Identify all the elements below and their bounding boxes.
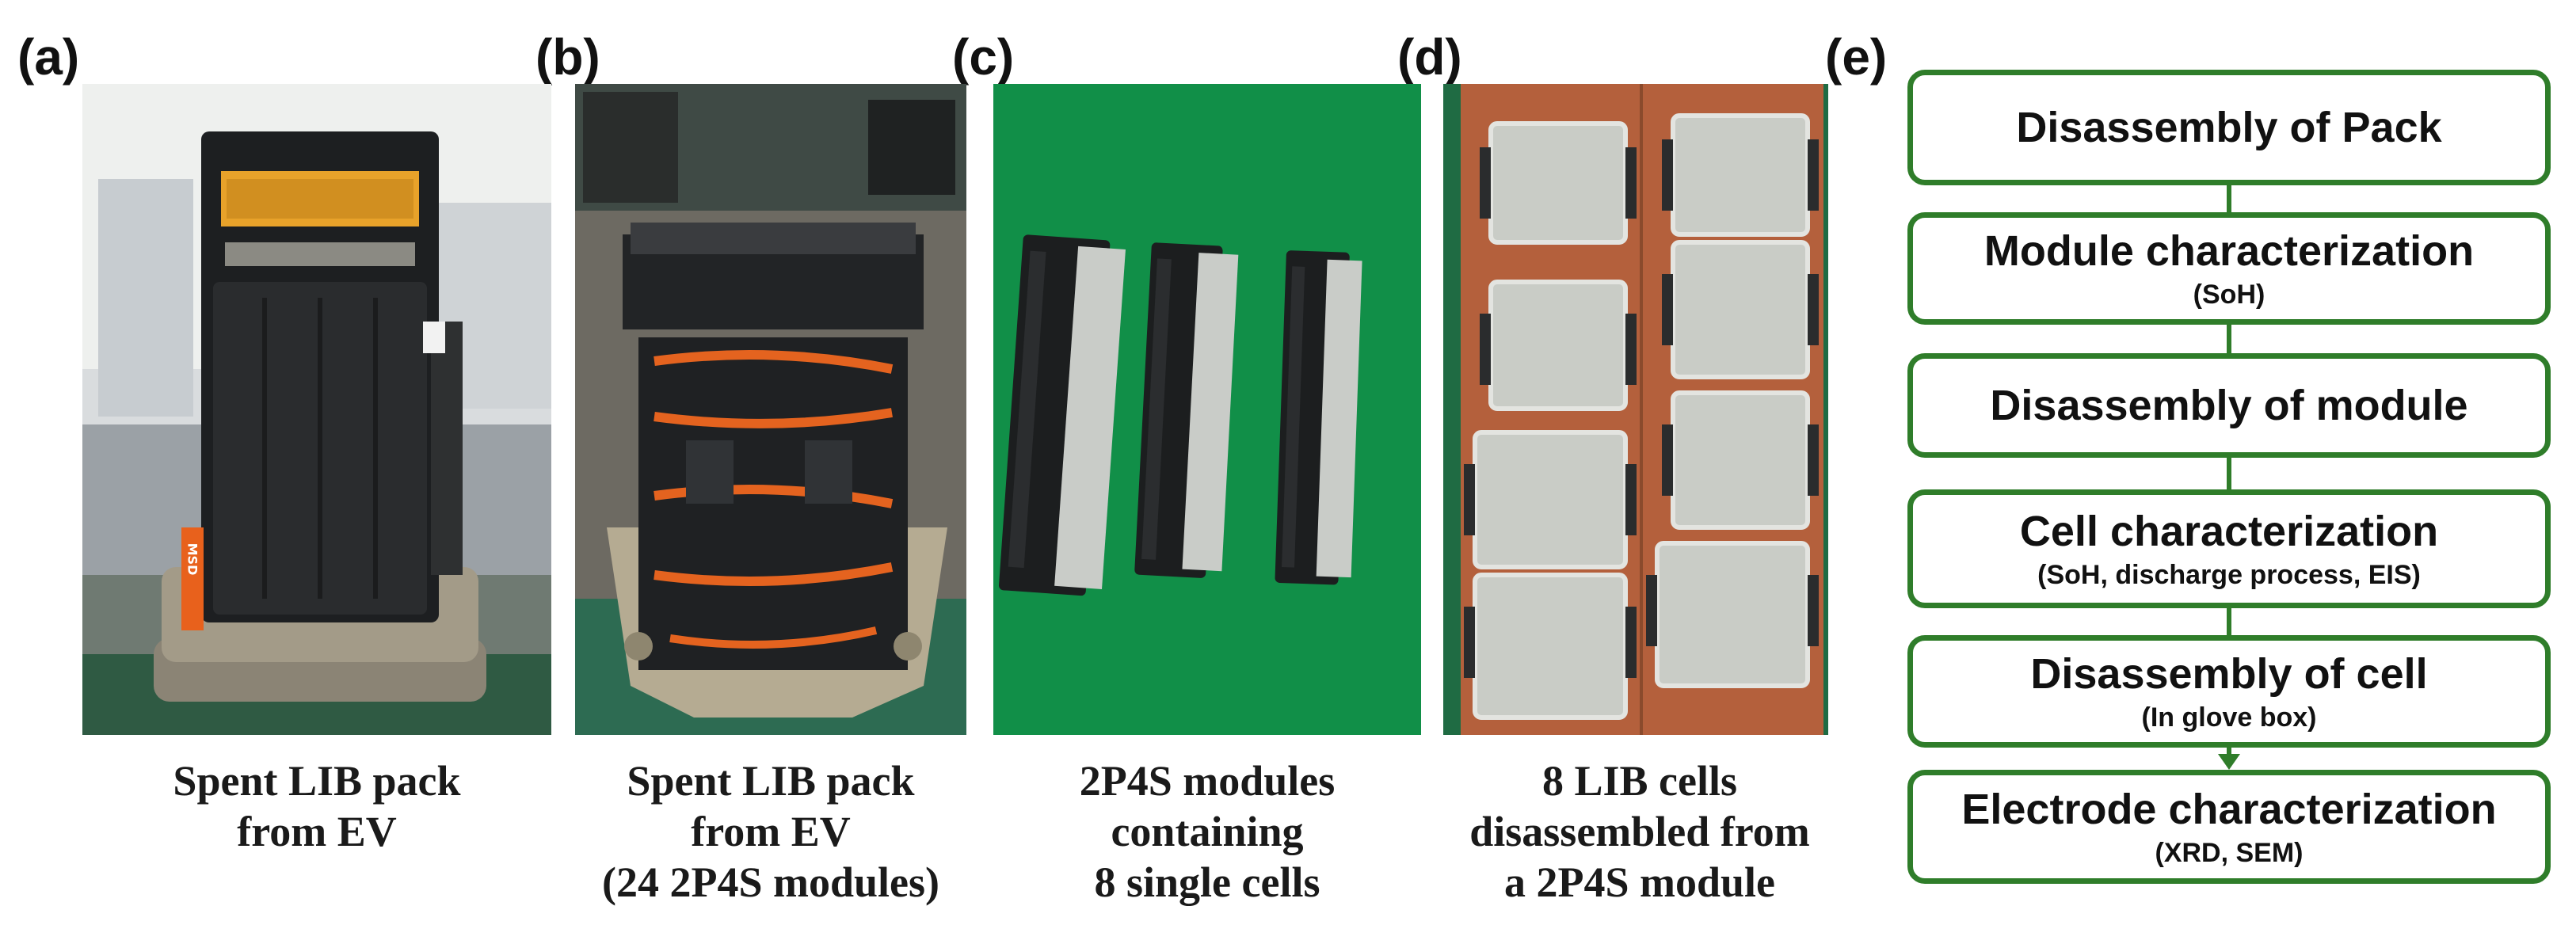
flow-step-subtitle: (SoH) xyxy=(2193,280,2265,310)
caption-a-line-1: Spent LIB pack xyxy=(173,757,461,805)
flow-step-module-characterization: Module characterization (SoH) xyxy=(1907,212,2551,325)
flow-step-title: Cell characterization xyxy=(2019,508,2439,555)
caption-b-line-2: from EV xyxy=(691,808,851,855)
caption-d: 8 LIB cells disassembled from a 2P4S mod… xyxy=(1418,756,1862,908)
connector-2 xyxy=(2227,325,2231,353)
panel-label-e: (e) xyxy=(1825,29,1888,86)
photo-cells xyxy=(1443,84,1828,735)
panel-label-d: (d) xyxy=(1397,29,1462,86)
connector-1 xyxy=(2227,185,2231,212)
photo-modules xyxy=(993,84,1421,735)
flow-step-title: Disassembly of Pack xyxy=(2016,104,2442,151)
flow-step-title: Module characterization xyxy=(1983,227,2475,275)
caption-c: 2P4S modules containing 8 single cells xyxy=(993,756,1421,908)
caption-d-line-2: disassembled from xyxy=(1469,808,1810,855)
flow-step-disassembly-cell: Disassembly of cell (In glove box) xyxy=(1907,635,2551,748)
caption-d-line-3: a 2P4S module xyxy=(1503,858,1776,906)
caption-b-line-3: (24 2P4S modules) xyxy=(601,858,939,906)
photo-opened-pack xyxy=(575,84,966,735)
flow-step-title: Disassembly of cell xyxy=(2030,650,2428,698)
flow-step-electrode-characterization: Electrode characterization (XRD, SEM) xyxy=(1907,770,2551,884)
photo-spent-pack: MSD xyxy=(82,84,551,735)
connector-3 xyxy=(2227,458,2231,489)
panel-label-c: (c) xyxy=(952,29,1015,86)
caption-c-line-3: 8 single cells xyxy=(1094,858,1320,906)
flow-step-subtitle: (In glove box) xyxy=(2141,702,2317,733)
arrowhead-down xyxy=(2218,754,2240,770)
connector-5 xyxy=(2227,748,2231,759)
flow-step-title: Disassembly of module xyxy=(1990,382,2468,429)
flow-step-subtitle: (XRD, SEM) xyxy=(2155,838,2304,868)
flow-step-cell-characterization: Cell characterization (SoH, discharge pr… xyxy=(1907,489,2551,608)
flow-step-disassembly-module: Disassembly of module xyxy=(1907,353,2551,458)
caption-c-line-1: 2P4S modules xyxy=(1079,757,1336,805)
pack-sticker-text: MSD xyxy=(185,543,200,576)
flow-step-title: Electrode characterization xyxy=(1961,786,2497,833)
connector-4 xyxy=(2227,608,2231,635)
caption-d-line-1: 8 LIB cells xyxy=(1541,757,1737,805)
panel-label-b: (b) xyxy=(535,29,600,86)
flow-step-subtitle: (SoH, discharge process, EIS) xyxy=(2037,560,2421,590)
caption-b: Spent LIB pack from EV (24 2P4S modules) xyxy=(539,756,1003,908)
caption-c-line-2: containing xyxy=(1111,808,1304,855)
caption-b-line-1: Spent LIB pack xyxy=(627,757,915,805)
flow-step-disassembly-pack: Disassembly of Pack xyxy=(1907,70,2551,185)
caption-a-line-2: from EV xyxy=(237,808,397,855)
caption-a: Spent LIB pack from EV xyxy=(82,756,551,857)
panel-label-a: (a) xyxy=(17,29,80,86)
